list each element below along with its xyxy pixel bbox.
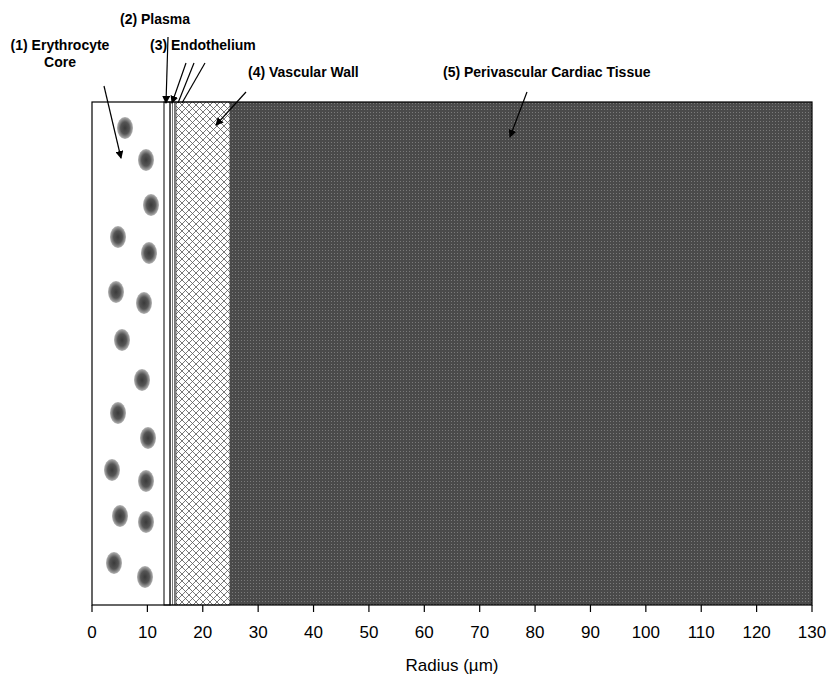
region-label: (1) Erythrocyte Core bbox=[4, 37, 116, 71]
tick-mark bbox=[368, 605, 369, 612]
erythrocyte bbox=[106, 552, 122, 574]
tick-mark bbox=[590, 605, 591, 612]
plot-frame bbox=[92, 102, 812, 605]
erythrocyte bbox=[110, 226, 126, 248]
tick-label: 100 bbox=[632, 623, 660, 643]
tick-mark bbox=[147, 605, 148, 612]
tick-label: 110 bbox=[688, 623, 715, 643]
tick-label: 10 bbox=[138, 623, 157, 643]
erythrocyte bbox=[141, 242, 157, 264]
erythrocyte bbox=[138, 511, 154, 533]
tick-mark bbox=[701, 605, 702, 612]
tick-mark bbox=[479, 605, 480, 612]
region-label: (4) Vascular Wall bbox=[248, 64, 359, 81]
erythrocyte bbox=[114, 329, 130, 351]
tick-mark bbox=[424, 605, 425, 612]
tick-mark bbox=[756, 605, 757, 612]
tick-mark bbox=[811, 605, 812, 612]
tick-label: 70 bbox=[470, 623, 489, 643]
erythrocyte bbox=[112, 505, 128, 527]
tick-label: 50 bbox=[359, 623, 378, 643]
leader-lines bbox=[104, 37, 527, 158]
tick-mark bbox=[202, 605, 203, 612]
tick-label: 20 bbox=[193, 623, 212, 643]
tick-mark bbox=[645, 605, 646, 612]
erythrocyte bbox=[117, 117, 133, 139]
erythrocytes bbox=[104, 117, 159, 588]
tick-label: 40 bbox=[304, 623, 323, 643]
erythrocyte bbox=[108, 281, 124, 303]
region-label: (3) Endothelium bbox=[150, 37, 256, 54]
erythrocyte bbox=[143, 194, 159, 216]
erythrocyte bbox=[138, 470, 154, 492]
erythrocyte bbox=[140, 427, 156, 449]
tick-label: 30 bbox=[249, 623, 268, 643]
axis-title: Radius (µm) bbox=[406, 656, 499, 676]
vascular-wall bbox=[176, 102, 230, 605]
tick-label: 120 bbox=[742, 623, 770, 643]
perivascular-tissue bbox=[230, 102, 812, 605]
erythrocyte bbox=[134, 369, 150, 391]
tick-mark bbox=[313, 605, 314, 612]
erythrocyte bbox=[110, 402, 126, 424]
tick-label: 0 bbox=[87, 623, 96, 643]
tick-mark bbox=[534, 605, 535, 612]
region-label: (5) Perivascular Cardiac Tissue bbox=[443, 64, 651, 81]
tick-label: 130 bbox=[798, 623, 826, 643]
erythrocyte bbox=[104, 459, 120, 481]
axis-ticks bbox=[92, 605, 812, 612]
tick-mark bbox=[258, 605, 259, 612]
endothelium-layer bbox=[170, 102, 176, 605]
tick-label: 90 bbox=[581, 623, 600, 643]
tick-mark bbox=[91, 605, 92, 612]
tick-label: 80 bbox=[526, 623, 545, 643]
erythrocyte bbox=[136, 292, 152, 314]
erythrocyte bbox=[138, 149, 154, 171]
region-label: (2) Plasma bbox=[120, 11, 190, 28]
plasma-layer bbox=[164, 102, 170, 605]
tick-label: 60 bbox=[415, 623, 434, 643]
erythrocyte-core bbox=[92, 102, 164, 605]
erythrocyte bbox=[137, 566, 153, 588]
